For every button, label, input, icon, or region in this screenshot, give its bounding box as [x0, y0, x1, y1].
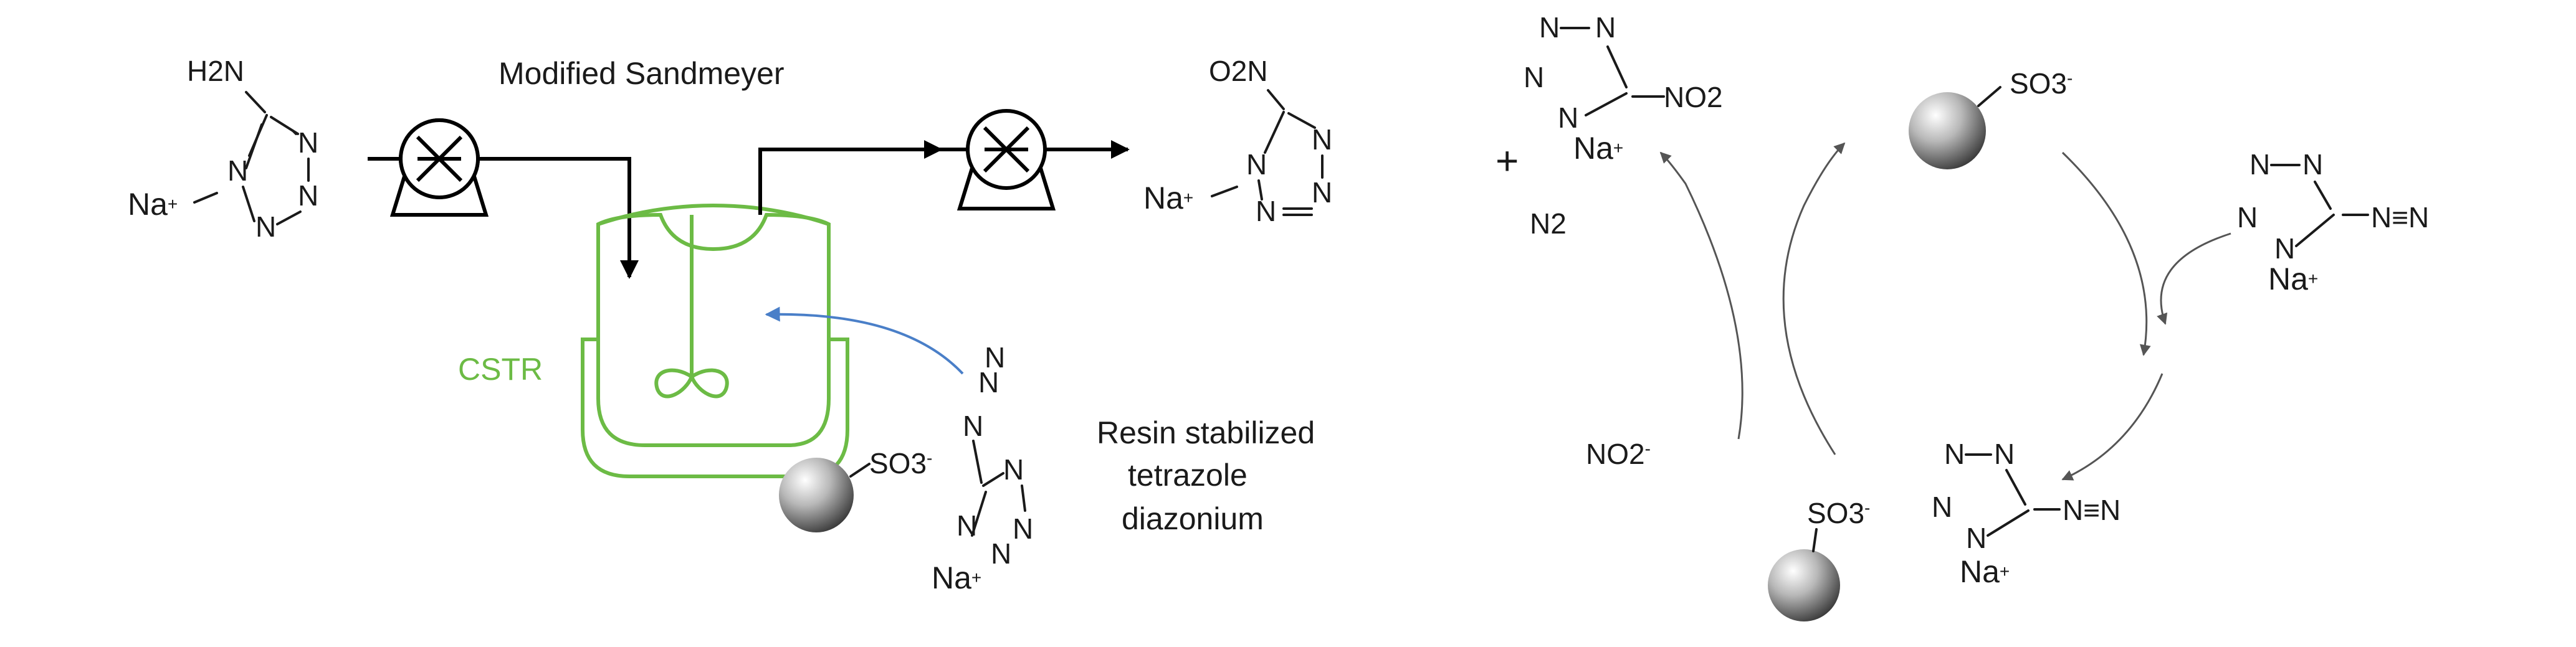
nitrogen-gas: N2	[1530, 207, 1567, 240]
pump-1-icon	[389, 118, 489, 217]
cycle-arrow-up-right	[1782, 142, 1846, 455]
ring-n: N	[1944, 438, 1965, 470]
resin-bead-top: SO3-	[1909, 67, 2073, 169]
nitro-group: NO2	[1664, 81, 1723, 113]
ring-n: N	[1539, 11, 1560, 44]
sulfonate-group: SO3-	[1807, 497, 1870, 529]
ring-n: N	[2302, 148, 2323, 181]
ring-n: N	[255, 210, 276, 243]
resin-diazonium-complex: SO3- N N N N N N N Na+	[779, 341, 1033, 595]
cstr-label: CSTR	[458, 352, 543, 387]
h2n-group: H2N	[187, 55, 244, 87]
ring-n: N	[2237, 201, 2258, 234]
ring-n: N	[298, 126, 318, 159]
diazo-n: N	[985, 341, 1005, 374]
diazonium-group: N≡N	[2063, 494, 2120, 526]
cycle-arrow-down	[2061, 373, 2163, 481]
resin-label-line1: Resin stabilized	[1097, 415, 1315, 450]
ring-n: N	[1994, 438, 2015, 470]
nitrite-reagent: NO2-	[1586, 438, 1651, 470]
o2n-group: O2N	[1209, 55, 1268, 87]
cycle-arrow-right	[2061, 151, 2151, 356]
ring-n: N	[227, 154, 248, 187]
ring-n: N	[1966, 522, 1987, 554]
ring-n: N	[1256, 195, 1276, 227]
sodium-counterion: Na+	[1960, 554, 2010, 589]
ring-n: N	[991, 537, 1011, 570]
ring-n: N	[956, 509, 977, 542]
ring-n: N	[1312, 176, 1332, 209]
ring-n: N	[1013, 512, 1033, 545]
sodium-counterion: Na+	[1143, 181, 1193, 215]
modified-sandmeyer-label: Modified Sandmeyer	[499, 56, 785, 91]
ring-n: N	[1558, 102, 1578, 134]
diazo-n: N	[978, 366, 999, 399]
ring-n: N	[1312, 123, 1332, 156]
cycle-arrow-up-left	[1659, 151, 1744, 440]
catalytic-cycle-panel: N N N N NO2 Na+ + N2 SO3- N N N N	[1496, 11, 2429, 621]
diazo-n: N	[963, 410, 983, 442]
ring-n: N	[1595, 11, 1616, 44]
sodium-counterion: Na+	[1573, 131, 1623, 166]
resin-bound-diazonium: SO3- N N N N N≡N Na+	[1768, 438, 2120, 621]
pump-2-icon	[956, 109, 1056, 210]
plus-sign: +	[1496, 138, 1519, 183]
diazonium-reactant: N N N N N≡N Na+	[2237, 148, 2429, 296]
sodium-counterion: Na+	[932, 560, 981, 595]
ring-n: N	[2274, 232, 2295, 265]
nitrotetrazole-product: O2N N N N N Na+	[1143, 55, 1332, 227]
aminotetrazole-molecule: H2N N N N N Na+	[128, 55, 318, 243]
ring-n: N	[1003, 453, 1024, 486]
sodium-counterion: Na+	[128, 187, 178, 222]
resin-feed-arrow	[765, 306, 964, 375]
cycle-product: N N N N NO2 Na+ + N2	[1496, 11, 1723, 240]
diazonium-entry-arrow	[2157, 232, 2231, 325]
diazonium-group: N≡N	[2371, 201, 2429, 234]
sulfonate-group: SO3-	[869, 447, 932, 479]
ring-n: N	[1246, 148, 1267, 181]
resin-label-line3: diazonium	[1122, 501, 1264, 536]
flow-process-panel: H2N N N N N Na+ Modified Sand	[128, 55, 1332, 595]
cstr-reactor	[581, 203, 849, 478]
sodium-counterion: Na+	[2268, 262, 2318, 296]
ring-n: N	[1524, 61, 1544, 93]
ring-n: N	[298, 179, 318, 212]
sulfonate-group: SO3-	[2010, 67, 2073, 100]
resin-bead	[779, 458, 854, 532]
ring-n: N	[1932, 491, 1952, 523]
resin-label-line2: tetrazole	[1128, 458, 1247, 493]
ring-n: N	[2249, 148, 2270, 181]
